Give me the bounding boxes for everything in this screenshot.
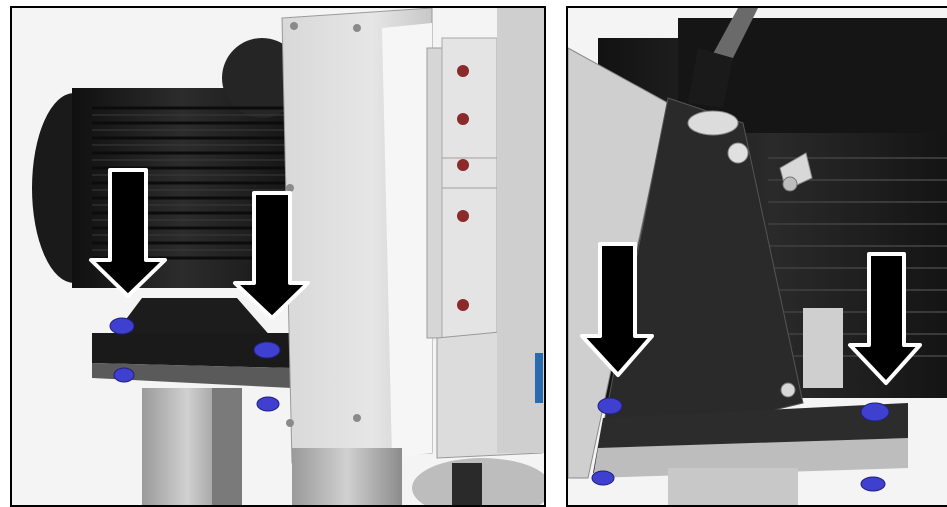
bolt [860, 476, 886, 492]
arrow-left-1 [89, 168, 167, 298]
base [292, 448, 544, 505]
left-illustration [12, 8, 544, 505]
screw [457, 65, 469, 77]
bolt [113, 367, 135, 383]
mounting-plate [593, 308, 908, 505]
mounting-plate [92, 298, 292, 505]
bolt [597, 397, 623, 415]
housing [281, 8, 433, 464]
right-illustration [568, 8, 947, 505]
left-panel [10, 6, 546, 507]
bolt [591, 470, 615, 486]
bolt-group [109, 317, 281, 412]
screw [457, 159, 469, 171]
right-panel [566, 6, 947, 507]
bolt [253, 341, 281, 359]
side-cover [436, 8, 544, 459]
arrow-right-1 [580, 242, 654, 377]
screw [457, 210, 469, 222]
bolt [256, 396, 280, 412]
screw [457, 299, 469, 311]
screw [457, 113, 469, 125]
bolt [860, 402, 890, 422]
arrow-right-2 [848, 252, 922, 385]
bolt-group [591, 397, 890, 492]
hinge-strip [426, 37, 498, 339]
cable [688, 8, 758, 108]
arrow-left-2 [233, 191, 310, 320]
bolt [109, 317, 135, 335]
